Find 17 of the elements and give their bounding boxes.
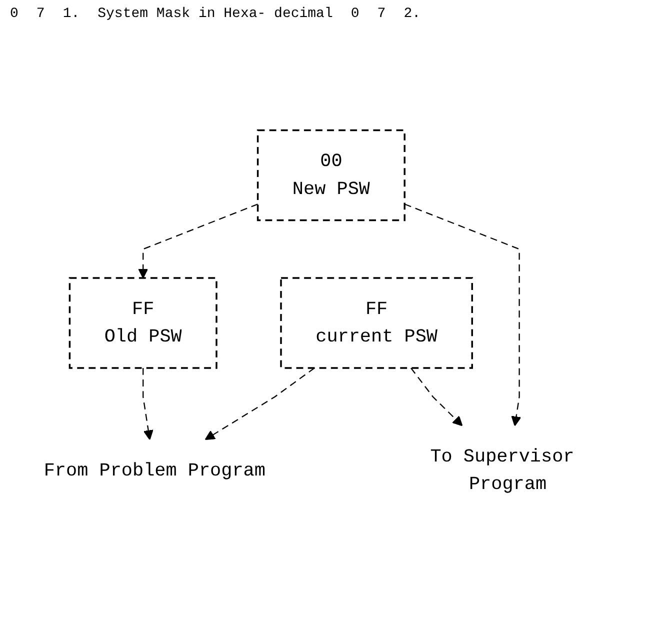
arrow — [138, 204, 258, 278]
node-text: From Problem Program — [44, 460, 266, 482]
node-box: FF Old PSW — [68, 277, 218, 369]
note-text: 2. — [404, 6, 420, 22]
note-text: 7 — [36, 6, 45, 22]
arrow — [204, 368, 315, 440]
node-box: 00 New PSW — [256, 129, 406, 222]
node-box: FF current PSW — [280, 277, 473, 369]
arrow — [404, 204, 522, 426]
note-text: 7 — [377, 6, 386, 22]
node-text: To Supervisor Program — [430, 446, 574, 495]
note-text: System Mask in Hexa- decimal — [98, 6, 333, 22]
note-text: 0 — [10, 6, 18, 22]
arrow — [410, 368, 463, 426]
note-text: 1. — [62, 6, 80, 22]
note-text: 0 — [350, 6, 360, 22]
arrow — [142, 368, 154, 440]
